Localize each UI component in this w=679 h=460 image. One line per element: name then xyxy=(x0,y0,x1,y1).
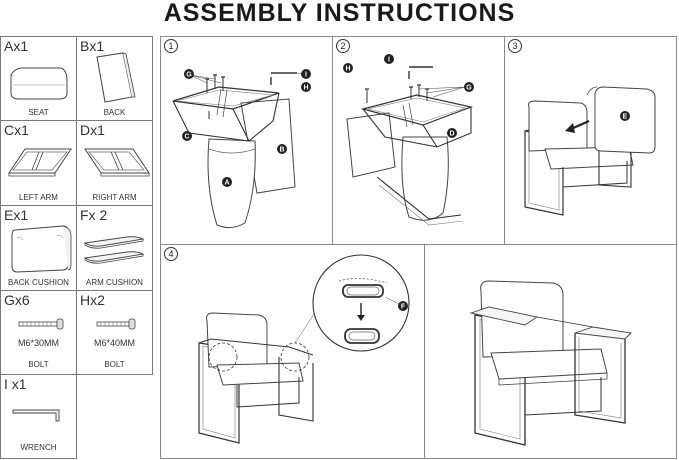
callout-g xyxy=(464,82,474,92)
step-3-panel: 3 E xyxy=(504,36,677,245)
back-cushion-icon xyxy=(11,225,72,273)
part-back-cushion: Ex1 BACK CUSHION xyxy=(0,205,77,291)
part-label: WRENCH xyxy=(20,443,57,452)
callout-b-label: B xyxy=(279,147,284,154)
callout-g-label: G xyxy=(186,72,192,79)
callout-c-label: C xyxy=(184,134,189,141)
callout-i xyxy=(384,54,394,64)
assembly-steps: 1 G I H xyxy=(160,36,677,459)
part-seat: Ax1 SEAT xyxy=(0,36,77,121)
left-arm-frame-icon xyxy=(8,148,72,177)
step-number: 3 xyxy=(508,39,522,53)
part-code: Ax1 xyxy=(4,38,29,54)
callout-d xyxy=(447,128,457,138)
seat-cushion-icon xyxy=(10,67,68,100)
callout-h-label: H xyxy=(303,85,308,92)
step-4-panel: 4 F xyxy=(160,244,425,459)
step-number: 1 xyxy=(164,39,178,53)
callout-d-label: D xyxy=(449,131,454,138)
callout-g-label: G xyxy=(466,85,472,92)
page-title: ASSEMBLY INSTRUCTIONS xyxy=(163,0,516,27)
part-code: Dx1 xyxy=(80,122,105,138)
step-2-illustration: H I G D xyxy=(343,54,474,226)
bolt-size: M6*40MM xyxy=(93,338,135,348)
callout-h xyxy=(343,63,353,73)
arm-cushion-icon xyxy=(83,236,145,264)
callout-f xyxy=(398,301,408,311)
callout-a xyxy=(222,177,232,187)
part-arm-cushion: Fx 2 ARM CUSHION xyxy=(76,205,153,291)
callout-i-label: I xyxy=(388,57,390,64)
callout-g xyxy=(184,69,194,79)
callout-e xyxy=(620,111,630,121)
bolt-icon xyxy=(96,318,136,330)
part-label: BOLT xyxy=(28,360,49,369)
part-bolt-h: Hx2 M6*40MM BOLT xyxy=(76,290,153,375)
part-label: ARM CUSHION xyxy=(86,278,143,287)
part-right-arm: Dx1 RIGHT ARM xyxy=(76,120,153,206)
part-code: I x1 xyxy=(4,376,27,392)
part-label: RIGHT ARM xyxy=(92,193,137,202)
part-wrench: I x1 WRENCH xyxy=(0,374,77,459)
step-1-illustration: G I H C B A xyxy=(172,69,311,229)
step-4-illustration: F xyxy=(198,254,410,444)
part-code: Bx1 xyxy=(80,38,105,54)
step-3-illustration: E xyxy=(524,86,656,216)
part-code: Cx1 xyxy=(4,122,29,138)
parts-list: Ax1 SEAT Bx1 BACK Cx1 LEFT ARM Dx1 xyxy=(0,36,153,459)
part-code: Hx2 xyxy=(80,292,105,308)
allen-wrench-icon xyxy=(12,409,60,422)
part-back: Bx1 BACK xyxy=(76,36,153,121)
part-label: SEAT xyxy=(28,108,49,117)
right-arm-frame-icon xyxy=(84,148,150,177)
part-label: BACK CUSHION xyxy=(8,278,69,287)
callout-h-label: H xyxy=(345,66,350,73)
callout-h xyxy=(301,82,311,92)
part-code: Ex1 xyxy=(4,207,29,223)
callout-e-label: E xyxy=(623,114,628,121)
finished-chair-panel xyxy=(424,244,677,459)
callout-a-label: A xyxy=(224,180,229,187)
finished-chair-illustration xyxy=(469,280,632,446)
callout-i-label: I xyxy=(305,72,307,79)
callout-i xyxy=(301,69,311,79)
part-label: BOLT xyxy=(104,360,125,369)
callout-f-label: F xyxy=(401,304,406,311)
part-left-arm: Cx1 LEFT ARM xyxy=(0,120,77,206)
callout-c xyxy=(182,131,192,141)
step-number: 4 xyxy=(164,247,178,261)
step-1-panel: 1 G I H xyxy=(160,36,333,245)
callout-b xyxy=(277,144,287,154)
part-label: BACK xyxy=(103,108,126,117)
step-2-panel: 2 H I G xyxy=(332,36,505,245)
part-code: Gx6 xyxy=(4,292,30,308)
step-number: 2 xyxy=(336,39,350,53)
back-panel-icon xyxy=(96,52,136,103)
bolt-size: M6*30MM xyxy=(17,338,59,348)
part-code: Fx 2 xyxy=(80,207,108,223)
part-label: LEFT ARM xyxy=(19,193,58,202)
bolt-icon xyxy=(18,318,64,330)
part-bolt-g: Gx6 M6*30MM BOLT xyxy=(0,290,77,375)
